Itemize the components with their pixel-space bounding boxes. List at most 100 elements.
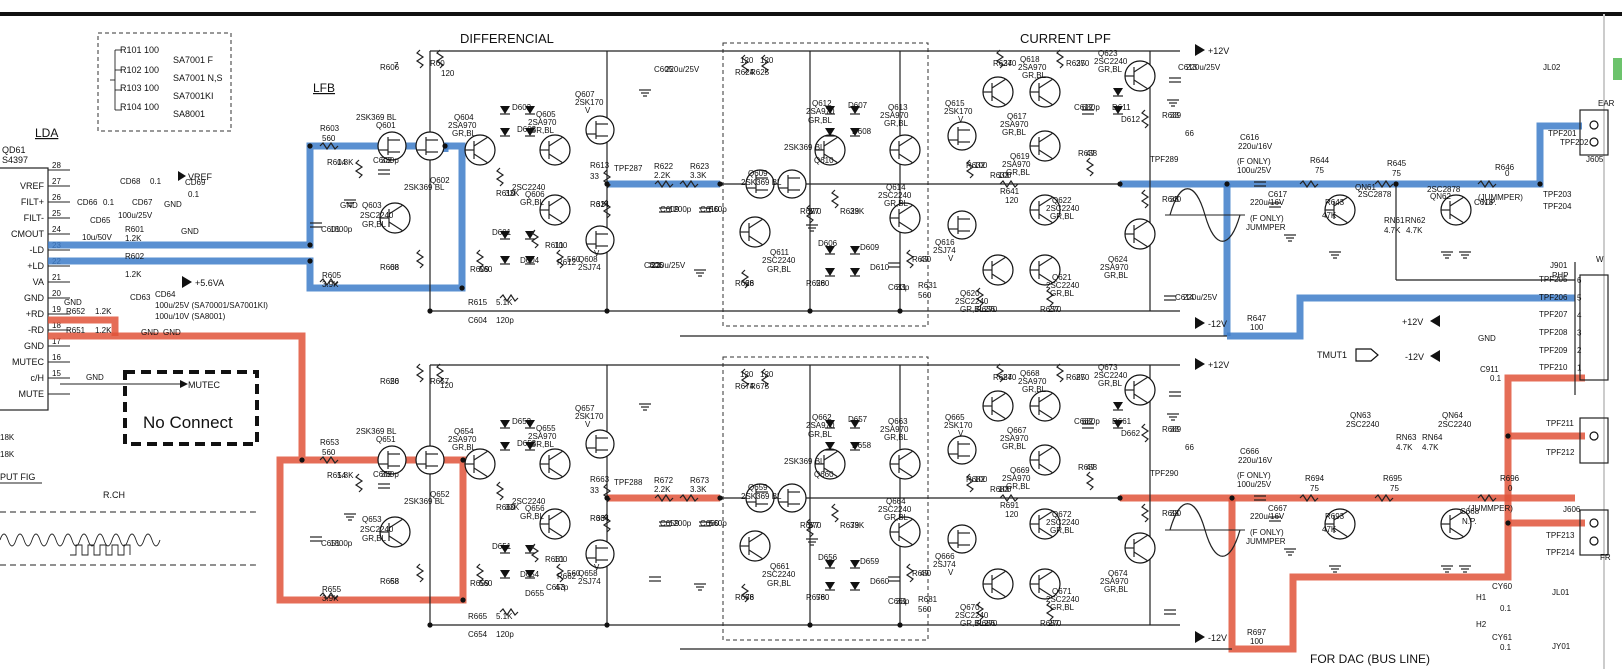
ground-symbol [1459, 251, 1471, 259]
label-r679v: 33K [850, 521, 865, 530]
label-r662v: 560 [567, 569, 581, 578]
label-d652: D652 [512, 417, 532, 426]
resistor-symbol [475, 249, 485, 269]
label-qn62: QN62 [1430, 192, 1451, 201]
resistor-symbol [760, 54, 770, 74]
resistor-symbol [740, 269, 750, 289]
legend-model-1: SA7001 F [173, 55, 214, 65]
label-q661g: GR,BL [767, 579, 792, 588]
label-q619g: GR,BL [1006, 168, 1031, 177]
label-q607g: V [585, 106, 591, 115]
label-r606v: 7 [394, 61, 399, 70]
label-c65: CD65 [90, 216, 111, 225]
label-r638: R638 [1078, 149, 1098, 158]
resistor-symbol [1055, 363, 1065, 383]
label-tpf203: TPF203 [1543, 190, 1572, 199]
label-c613: C613 [1178, 63, 1198, 72]
label-q659: Q659 [748, 483, 768, 492]
resistor-symbol [530, 229, 540, 249]
label-q660p: 2SK369 BL [784, 457, 825, 466]
label-r658: R658 [380, 577, 400, 586]
fet-symbol [377, 445, 407, 475]
diode-symbol [850, 106, 860, 115]
label-c666v: 220u/16V [1238, 456, 1273, 465]
label-c69v: 0.1 [188, 190, 200, 199]
resistor-symbol [654, 179, 674, 189]
fet-symbol [377, 131, 407, 161]
label-r697: R697 [1247, 628, 1267, 637]
transistor-symbol [1124, 218, 1156, 250]
lda-pin-label: c/H [31, 373, 45, 383]
label-r634: R634 [993, 59, 1013, 68]
label-r611: R611 [545, 241, 564, 250]
legend-model-3: SA7001KI [173, 91, 214, 101]
label-c604v: 120p [496, 316, 514, 325]
label-r651v: 1.2K [95, 326, 112, 335]
lda-pin-label: MUTE [19, 389, 45, 399]
label-c662v: 680p [1082, 417, 1100, 426]
label-r626: R626 [735, 279, 755, 288]
transistor-symbol [1029, 130, 1061, 162]
capacitor-symbol [310, 222, 322, 228]
label-q621p: 2SC2240 [1046, 281, 1080, 290]
diode-symbol [825, 106, 835, 115]
label-c666: C666 [1240, 447, 1260, 456]
label-r633: R633 [990, 171, 1010, 180]
label-r628v: 560 [816, 279, 830, 288]
label-gnd: GND [86, 373, 104, 382]
label-r676: R676 [735, 593, 755, 602]
diode-symbol [525, 256, 535, 265]
label-r678v: 560 [816, 593, 830, 602]
block-current-lpf: CURRENT LPF [1020, 31, 1111, 46]
label-r681v: 560 [918, 605, 932, 614]
label-q607p: 2SK170 [575, 98, 604, 107]
transistor-symbol [982, 568, 1014, 600]
label-q622g: GR,BL [1050, 212, 1075, 221]
label-q601: Q601 [376, 121, 396, 130]
label-r609: R609 [470, 265, 490, 274]
power-p12-right: +12V [1402, 317, 1423, 327]
label-q616: Q616 [935, 238, 955, 247]
label-q610p: 2SK369 BL [784, 143, 825, 152]
label-q603p: 2SC2240 [360, 211, 394, 220]
label-c660: C660 [700, 519, 720, 528]
resistor-symbol [740, 54, 750, 74]
label-r615: R615 [468, 298, 488, 307]
label-r691v: 120 [1005, 510, 1019, 519]
label-r613: R613 [590, 161, 610, 170]
label-r695v: 75 [1390, 484, 1399, 493]
label-q608g: V [594, 249, 600, 258]
label-q651: Q651 [376, 435, 396, 444]
diode-symbol [525, 570, 535, 579]
label-rn62v: 4.7K [1406, 226, 1423, 235]
label-r655: R655 [322, 585, 342, 594]
capacitor-symbol [1269, 516, 1281, 522]
label-r60: R60 [430, 59, 445, 68]
label-q652: Q652 [430, 490, 450, 499]
label-q669g: GR,BL [1006, 482, 1031, 491]
label-r640: R640 [1162, 195, 1182, 204]
label-r609v: 560 [479, 265, 493, 274]
label-r693v: 47K [1322, 525, 1337, 534]
label-c652: C652 [373, 470, 393, 479]
label-badge: 66 [1185, 443, 1194, 452]
resistor-symbol [1045, 601, 1055, 621]
label-q607: Q607 [575, 90, 595, 99]
label-q608p: 2SJ74 [578, 263, 601, 272]
j901-pin: 4 [1577, 311, 1582, 320]
lda-pin-label: VA [33, 277, 44, 287]
power-m12-top: -12V [1208, 319, 1227, 329]
label-q674: Q674 [1108, 569, 1128, 578]
legend-part-4: R104 100 [120, 102, 159, 112]
label-rn61: RN61 [1384, 216, 1405, 225]
ground-symbol [1441, 251, 1453, 259]
label-r677: R677 [800, 521, 820, 530]
capacitor-symbol [888, 576, 900, 582]
vref-arrow: VREF [188, 172, 213, 182]
lda-pin-num: 16 [52, 353, 61, 362]
ground-symbol [806, 538, 818, 546]
label-r631: R631 [918, 281, 938, 290]
label-q604g: GR,BL [452, 129, 477, 138]
label-tpf213: TPF213 [1546, 531, 1575, 540]
